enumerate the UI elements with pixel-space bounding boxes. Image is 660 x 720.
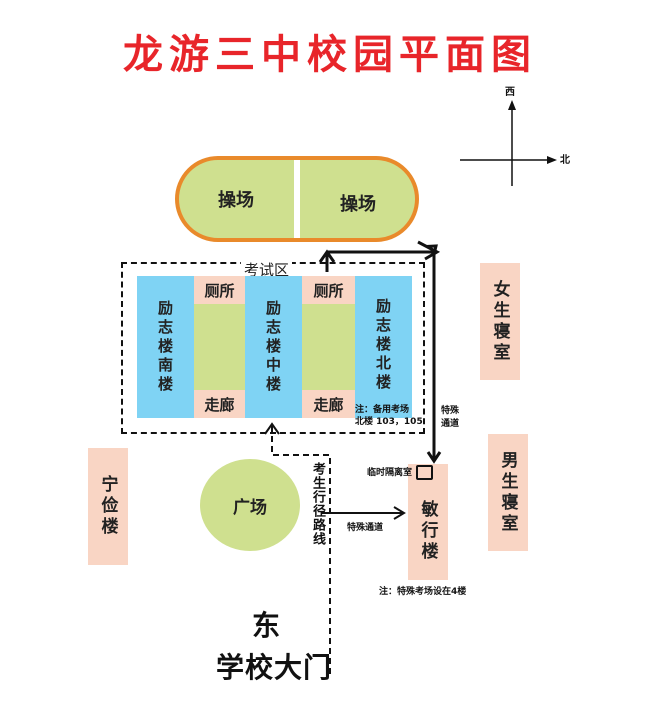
corridor-right: 走廊: [302, 390, 355, 418]
corridor-left: 走廊: [194, 390, 245, 418]
school-gate-label: 学校大门: [216, 651, 333, 684]
isolation-room-icon: [416, 465, 433, 480]
building-lizhi-north: 励志楼北楼: [355, 276, 412, 418]
girls-dorm: 女生寝室: [480, 263, 520, 380]
gate-direction: 东: [252, 609, 281, 642]
arrow-to-playground: [417, 240, 441, 261]
building-ningjian: 宁俭楼: [88, 448, 128, 565]
backup-room-note-line1: 注：备用考场: [355, 405, 410, 415]
compass-north-label: 北: [560, 155, 570, 166]
courtyard-right: [302, 304, 355, 390]
building-minxing-label: 敏行楼: [417, 499, 438, 563]
courtyard-left: [194, 304, 245, 390]
special-room-note: 注：特殊考场设在4楼: [379, 587, 467, 597]
page-title: 龙游三中校园平面图: [123, 32, 537, 78]
arrow-up-north: [318, 249, 336, 263]
building-ningjian-label: 宁俭楼: [97, 475, 118, 538]
toilet-right: 厕所: [302, 276, 355, 304]
building-minxing: 敏行楼: [408, 464, 448, 580]
boys-dorm: 男生寝室: [488, 434, 528, 551]
toilet-left: 厕所: [194, 276, 245, 304]
playground-label-right: 操场: [340, 194, 376, 215]
boys-dorm-label: 男生寝室: [497, 450, 518, 535]
playground-label-left: 操场: [218, 190, 254, 211]
compass-west-label: 西: [505, 87, 515, 98]
special-channel-vertical-label: 特殊通道: [440, 406, 459, 429]
student-route-label: 考生行径路线: [310, 462, 325, 546]
backup-room-note: 注：备用考场 北楼 103，105: [355, 404, 423, 428]
building-lizhi-middle: 励志楼中楼: [245, 276, 302, 418]
exam-area-label: 考试区: [241, 259, 293, 280]
square: 广场: [200, 459, 300, 551]
building-lizhi-north-label: 励志楼北楼: [374, 297, 392, 393]
building-lizhi-south: 励志楼南楼: [137, 276, 194, 418]
girls-dorm-label: 女生寝室: [489, 279, 510, 364]
special-channel-horizontal-label: 特殊通道: [347, 523, 384, 533]
isolation-room-label: 临时隔离室: [367, 468, 413, 478]
playground-divider: [294, 160, 300, 238]
building-lizhi-south-label: 励志楼南楼: [156, 299, 174, 395]
backup-room-note-line2: 北楼 103，105: [355, 417, 423, 427]
building-lizhi-middle-label: 励志楼中楼: [264, 299, 282, 395]
arrow-down-minxing: [426, 451, 442, 464]
